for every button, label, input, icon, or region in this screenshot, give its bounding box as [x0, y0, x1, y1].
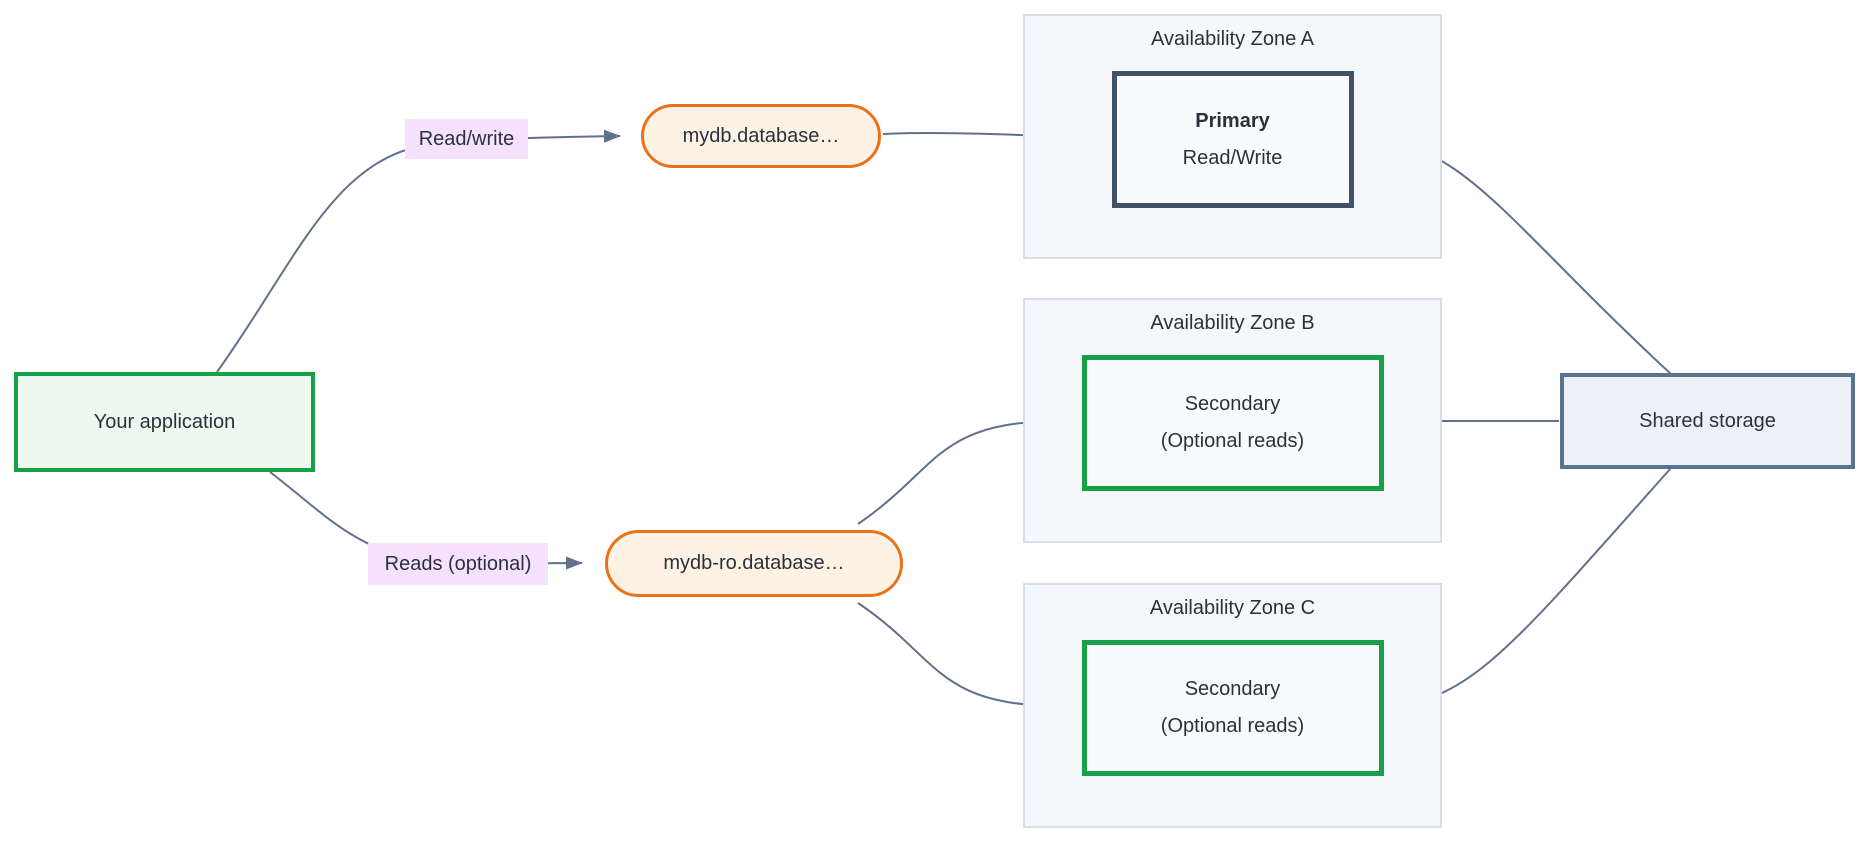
edge-app-to-writer-endpoint	[216, 129, 621, 373]
availability-zone-b: Availability Zone B Secondary (Optional …	[1023, 298, 1442, 543]
reader-endpoint-label: mydb-ro.database…	[663, 552, 845, 574]
availability-zone-a: Availability Zone A Primary Read/Write	[1023, 14, 1442, 259]
secondary-node-b-subtitle: (Optional reads)	[1160, 430, 1305, 452]
edge-reader-endpoint-to-secondary-c	[857, 602, 1063, 713]
shared-storage-node: Shared storage	[1560, 373, 1855, 469]
primary-node-title: Primary	[1195, 109, 1270, 132]
shared-storage-label: Shared storage	[1639, 409, 1776, 432]
secondary-node-c-title: Secondary	[1184, 678, 1281, 700]
writer-endpoint-node: mydb.database…	[641, 104, 881, 168]
secondary-node-c-subtitle: (Optional reads)	[1160, 715, 1305, 737]
edge-reader-endpoint-to-secondary-b	[857, 414, 1063, 525]
availability-zone-a-title: Availability Zone A	[1150, 28, 1315, 50]
your-application-label: Your application	[93, 410, 236, 433]
availability-zone-c: Availability Zone C Secondary (Optional …	[1023, 583, 1442, 828]
secondary-node-b: Secondary (Optional reads)	[1081, 355, 1384, 491]
reader-endpoint-node: mydb-ro.database…	[605, 530, 903, 597]
reads-optional-text: Reads (optional)	[384, 552, 532, 575]
writer-endpoint-label: mydb.database…	[682, 124, 840, 147]
your-application-node: Your application	[14, 372, 315, 472]
edge-label-reads-optional: Reads (optional)	[368, 543, 548, 585]
availability-zone-b-title: Availability Zone B	[1150, 312, 1315, 334]
edge-label-read-write: Read/write	[405, 119, 528, 159]
primary-node-subtitle: Read/Write	[1182, 146, 1283, 169]
secondary-node-b-title: Secondary	[1184, 393, 1281, 415]
secondary-node-c: Secondary (Optional reads)	[1081, 640, 1384, 776]
availability-zone-c-title: Availability Zone C	[1149, 597, 1316, 619]
primary-node: Primary Read/Write	[1111, 71, 1354, 208]
read-write-text: Read/write	[418, 127, 515, 150]
